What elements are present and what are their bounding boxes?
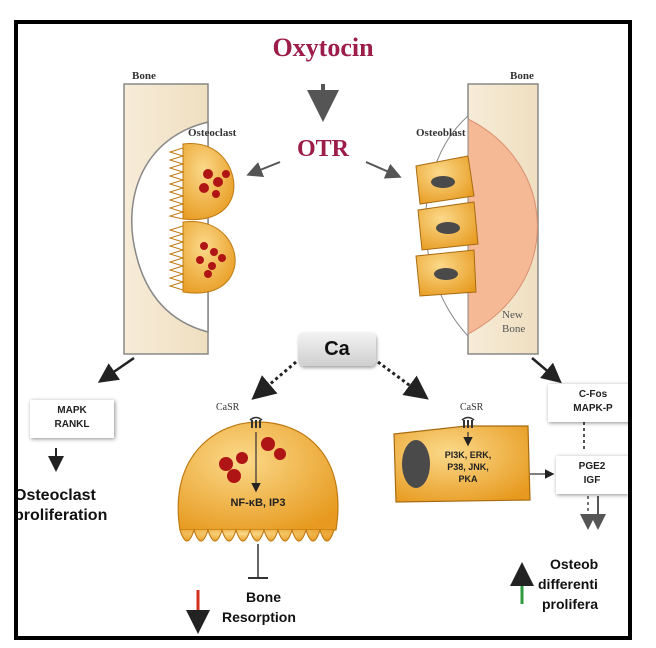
signals-left: NF-κB, IP3 <box>230 497 285 509</box>
arrow-ca-right <box>377 360 429 400</box>
receptor-otr: OTR <box>297 136 350 162</box>
new-bone-label-2: Bone <box>502 323 525 335</box>
osteoblast-cell-center <box>393 416 531 503</box>
right-outcome-3: prolifera <box>542 596 599 612</box>
signals-right-2: P38, JNK, <box>447 462 489 472</box>
osteoblast-cell-3 <box>415 249 477 297</box>
outcome-resorption: Resorption <box>222 609 296 625</box>
factor-2: IGF <box>583 475 601 486</box>
new-bone-label-1: New <box>502 309 523 321</box>
casr-label-left: CaSR <box>216 402 240 413</box>
osteoclast-cell-bottom <box>168 221 236 294</box>
arrow-otr-osteoclast <box>246 161 281 177</box>
diagram-canvas: Oxytocin OTR Bone Osteoclast Bone Osteob… <box>48 33 606 634</box>
calcium-box: Ca <box>298 332 376 366</box>
new-bone-region <box>467 118 538 335</box>
right-pathway-box: C-Fos MAPK-P <box>548 384 628 422</box>
left-pathway-2: RANKL <box>54 419 90 430</box>
left-pathway-1: MAPK <box>57 405 87 416</box>
factor-1: PGE2 <box>578 461 606 472</box>
factors-box: PGE2 IGF <box>556 456 628 494</box>
right-bone-label: Bone <box>510 70 534 82</box>
title-oxytocin: Oxytocin <box>272 33 374 62</box>
arrow-left-bone <box>97 356 135 383</box>
signals-right-1: PI3K, ERK, <box>445 450 492 460</box>
right-outcome-2: differenti <box>538 576 598 592</box>
left-outcome-2: proliferation <box>14 507 108 524</box>
right-pathway-1: C-Fos <box>578 389 608 400</box>
arrow-ca-left <box>251 360 297 400</box>
outcome-bone: Bone <box>246 589 281 605</box>
osteoclast-cell-top <box>168 143 235 221</box>
osteoclast-cell-center <box>177 416 339 542</box>
left-outcome-1: Osteoclast <box>14 487 96 504</box>
arrow-otr-osteoblast <box>365 161 402 179</box>
osteoclast-label: Osteoclast <box>188 127 237 139</box>
osteoblast-cell-1 <box>415 155 475 205</box>
osteoblast-cell-2 <box>417 201 479 251</box>
right-pathway-2: MAPK-P <box>573 403 613 414</box>
osteoblast-label: Osteoblast <box>416 127 466 139</box>
arrow-right-bone <box>531 357 562 384</box>
left-pathway-box: MAPK RANKL <box>30 400 114 438</box>
diagram-frame: Oxytocin OTR Bone Osteoclast Bone Osteob… <box>14 20 632 640</box>
casr-label-right: CaSR <box>460 402 484 413</box>
right-outcome-1: Osteob <box>550 556 599 572</box>
signals-right-3: PKA <box>458 474 478 484</box>
left-bone-label: Bone <box>132 70 156 82</box>
